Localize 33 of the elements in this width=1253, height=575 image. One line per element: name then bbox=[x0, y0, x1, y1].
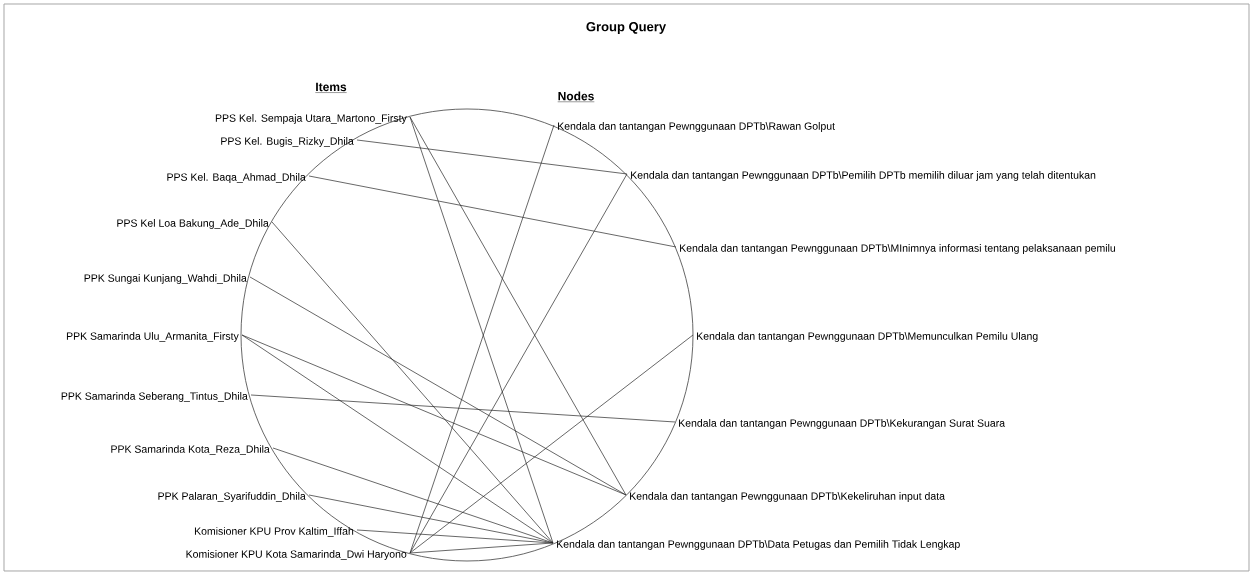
connector-line bbox=[409, 542, 554, 554]
node-label: Kendala dan tantangan Pewnggunaan DPTb\Memunculkan Pemilu Ulang bbox=[697, 332, 1038, 342]
node-label: PPS Kel Loa Bakung_Ade_Dhila bbox=[117, 219, 269, 229]
connector-line bbox=[409, 116, 627, 496]
connector-line bbox=[409, 334, 694, 554]
node-label: Kendala dan tantangan Pewnggunaan DPTb\MInimnya informasi tentang pelaksanaan pemilu bbox=[680, 244, 1116, 254]
node-label: PPK Palaran_Syarifuddin_Dhila bbox=[158, 492, 306, 502]
column-heading: Items bbox=[315, 82, 347, 93]
node-label: Komisioner KPU Kota Samarinda_Dwi Haryono bbox=[186, 550, 407, 560]
column-heading: Nodes bbox=[557, 91, 595, 102]
node-label: PPS Kel. Bugis_Rizky_Dhila bbox=[221, 137, 354, 147]
node-label: Kendala dan tantangan Pewnggunaan DPTb\Pemilih DPTb memilih diluar jam yang telah ditentukan bbox=[631, 171, 1096, 181]
node-label: Komisioner KPU Prov Kaltim_Iffah bbox=[194, 527, 354, 537]
connector-line bbox=[241, 334, 627, 496]
node-label: PPK Samarinda Seberang_Tintus_Dhila bbox=[61, 392, 248, 402]
node-label: Kendala dan tantangan Pewnggunaan DPTb\Rawan Golput bbox=[558, 122, 835, 132]
connector-line bbox=[409, 173, 628, 554]
node-label: PPK Samarinda Kota_Reza_Dhila bbox=[111, 445, 270, 455]
connector-line bbox=[241, 334, 554, 544]
node-label: Kendala dan tantangan Pewnggunaan DPTb\Kekurangan Surat Suara bbox=[679, 419, 1006, 429]
node-label: PPK Samarinda Ulu_Armanita_Firsty bbox=[66, 332, 239, 342]
connector-line bbox=[249, 276, 627, 496]
connector-line bbox=[308, 175, 677, 248]
node-label: PPS Kel. Baqa_Ahmad_Dhila bbox=[167, 173, 306, 183]
node-label: PPS Kel. Sempaja Utara_Martono_Firsty bbox=[215, 114, 407, 124]
node-label: PPK Sungai Kunjang_Wahdi_Dhila bbox=[84, 274, 247, 284]
node-label: Kendala dan tantangan Pewnggunaan DPTb\Data Petugas dan Pemilih Tidak Lengkap bbox=[557, 540, 960, 550]
connector-line bbox=[272, 447, 554, 544]
connector-line bbox=[250, 394, 676, 423]
title: Group Query bbox=[586, 22, 667, 34]
node-label: Kendala dan tantangan Pewnggunaan DPTb\Kekeliruhan input data bbox=[630, 492, 945, 502]
connector-line bbox=[271, 221, 554, 544]
connector-line bbox=[356, 139, 628, 175]
